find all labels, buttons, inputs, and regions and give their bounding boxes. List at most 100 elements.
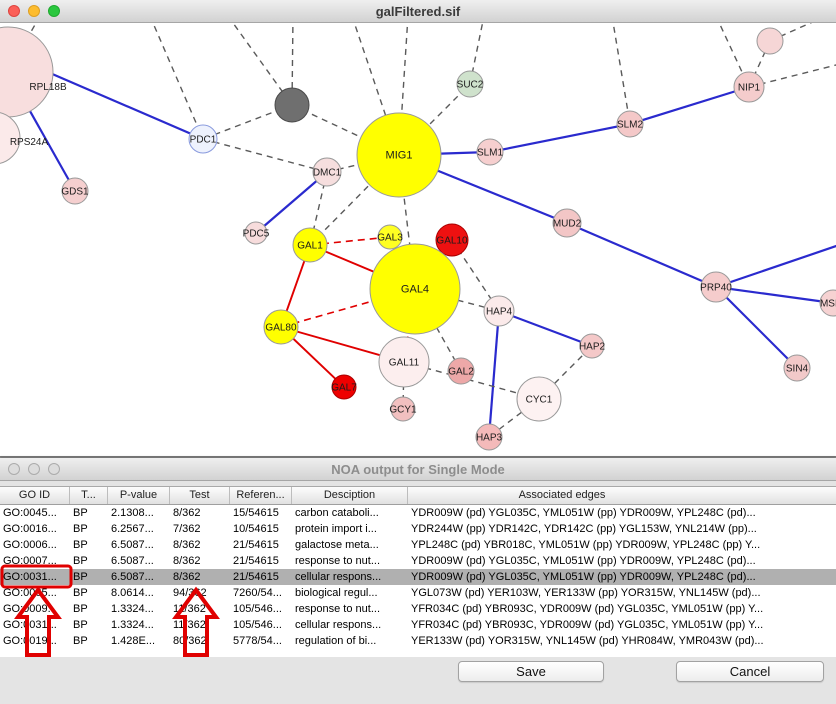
graph-node-label: GAL3 [377,233,403,244]
table-cell: 8/362 [170,553,230,569]
table-cell: 21/54615 [230,553,292,569]
graph-node-RPL18B[interactable] [0,27,53,117]
table-cell: protein import i... [292,521,408,537]
table-cell: 5778/54... [230,633,292,649]
table-row[interactable]: GO:0019...BP1.428E...80/3625778/54...reg… [0,633,836,649]
noa-output-window: NOA output for Single Mode GO IDT...P-va… [0,458,836,704]
graph-node-gray[interactable] [275,88,309,122]
graph-window-title: galFiltered.sif [376,4,461,19]
table-cell: YDR009W (pd) YGL035C, YML051W (pp) YDR00… [408,569,836,585]
graph-node-label: GAL2 [448,367,474,378]
graph-edge [567,223,716,287]
table-cell: YER133W (pd) YOR315W, YNL145W (pd) YHR08… [408,633,836,649]
graph-node-label: GAL80 [265,323,297,334]
table-cell: cellular respons... [292,569,408,585]
column-header-0[interactable]: GO ID [0,487,70,504]
cancel-button[interactable]: Cancel [676,661,824,682]
graph-node-label: SLM2 [617,120,644,131]
table-row[interactable]: GO:0045...BP2.1308...8/36215/54615carbon… [0,505,836,521]
graph-edge [612,16,630,124]
zoom-button[interactable] [48,463,60,475]
graph-window: RPL18BRPS24AGDS1PDC1DMC1MIG1SUC2SLM1SLM2… [0,0,836,457]
table-cell: GO:0045... [0,505,70,521]
graph-node-label: MUD2 [553,219,582,230]
graph-node-label: MSL1 [820,299,836,310]
zoom-button[interactable] [48,5,60,17]
graph-edge [490,124,630,152]
table-cell: 1.428E... [108,633,170,649]
table-cell: 8/362 [170,569,230,585]
table-cell: biological regul... [292,585,408,601]
table-cell: 11/362 [170,601,230,617]
table-cell: 21/54615 [230,537,292,553]
graph-node-label: GAL1 [297,241,323,252]
table-cell: 8/362 [170,537,230,553]
table-cell: GO:0009... [0,601,70,617]
close-button[interactable] [8,5,20,17]
table-row[interactable]: GO:0007...BP6.5087...8/36221/54615respon… [0,553,836,569]
table-cell: GO:0016... [0,521,70,537]
table-cell: BP [70,537,108,553]
table-cell: galactose meta... [292,537,408,553]
close-button[interactable] [8,463,20,475]
graph-edge [716,242,836,287]
graph-node-label: HAP4 [486,307,513,318]
table-cell: YPL248C (pd) YBR018C, YML051W (pp) YDR00… [408,537,836,553]
column-header-6[interactable]: Associated edges [408,487,836,504]
column-header-3[interactable]: Test [170,487,230,504]
column-header-2[interactable]: P-value [108,487,170,504]
table-cell: 80/362 [170,633,230,649]
graph-node-label: GCY1 [389,405,417,416]
table-cell: regulation of bi... [292,633,408,649]
minimize-button[interactable] [28,463,40,475]
table-cell: GO:0065... [0,585,70,601]
table-cell: response to nut... [292,553,408,569]
table-cell: YFR034C (pd) YBR093C, YDR009W (pd) YGL03… [408,617,836,633]
table-cell: YFR034C (pd) YBR093C, YDR009W (pd) YGL03… [408,601,836,617]
network-canvas[interactable]: RPL18BRPS24AGDS1PDC1DMC1MIG1SUC2SLM1SLM2… [0,0,836,456]
table-cell: YDR244W (pp) YDR142C, YDR142C (pp) YGL15… [408,521,836,537]
table-row[interactable]: GO:0006...BP6.5087...8/36221/54615galact… [0,537,836,553]
save-button[interactable]: Save [458,661,604,682]
table-cell: BP [70,633,108,649]
minimize-button[interactable] [28,5,40,17]
graph-node-label: CYC1 [526,395,553,406]
table-cell: 21/54615 [230,569,292,585]
table-cell: BP [70,601,108,617]
table-cell: 8.0614... [108,585,170,601]
table-row[interactable]: GO:0065...BP8.0614...94/3627260/54...bio… [0,585,836,601]
graph-node-label: NIP1 [738,83,761,94]
table-cell: 15/54615 [230,505,292,521]
table-cell: BP [70,521,108,537]
table-cell: BP [70,569,108,585]
graph-node-label: GDS1 [61,187,89,198]
graph-node-label: PDC5 [243,229,270,240]
table-cell: 7260/54... [230,585,292,601]
column-header-1[interactable]: T... [70,487,108,504]
table-cell: YDR009W (pd) YGL035C, YML051W (pp) YDR00… [408,505,836,521]
table-row[interactable]: GO:0031...BP6.5087...8/36221/54615cellul… [0,569,836,585]
column-header-4[interactable]: Referen... [230,487,292,504]
graph-window-titlebar: galFiltered.sif [0,0,836,23]
table-body: GO:0045...BP2.1308...8/36215/54615carbon… [0,505,836,649]
table-row[interactable]: GO:0016...BP6.2567...7/36210/54615protei… [0,521,836,537]
graph-edge [489,311,499,437]
table-cell: cellular respons... [292,617,408,633]
table-cell: BP [70,553,108,569]
table-cell: YDR009W (pd) YGL035C, YML051W (pp) YDR00… [408,553,836,569]
graph-node-label: GAL7 [331,383,357,394]
graph-node-TR[interactable] [757,28,783,54]
graph-node-label: RPS24A [10,137,49,148]
graph-edge [203,139,327,172]
graph-node-label: SIN4 [786,364,809,375]
table-cell: GO:0007... [0,553,70,569]
graph-node-label: HAP3 [476,433,503,444]
table-row[interactable]: GO:0009...BP1.3324...11/362105/546...res… [0,601,836,617]
table-row[interactable]: GO:0031...BP1.3324...11/362105/546...cel… [0,617,836,633]
table-cell: 1.3324... [108,601,170,617]
graph-node-label: GAL11 [389,358,420,369]
graph-node-label: SUC2 [457,80,484,91]
graph-edge [630,87,749,124]
column-header-5[interactable]: Desciption [292,487,408,504]
table-cell: 8/362 [170,505,230,521]
